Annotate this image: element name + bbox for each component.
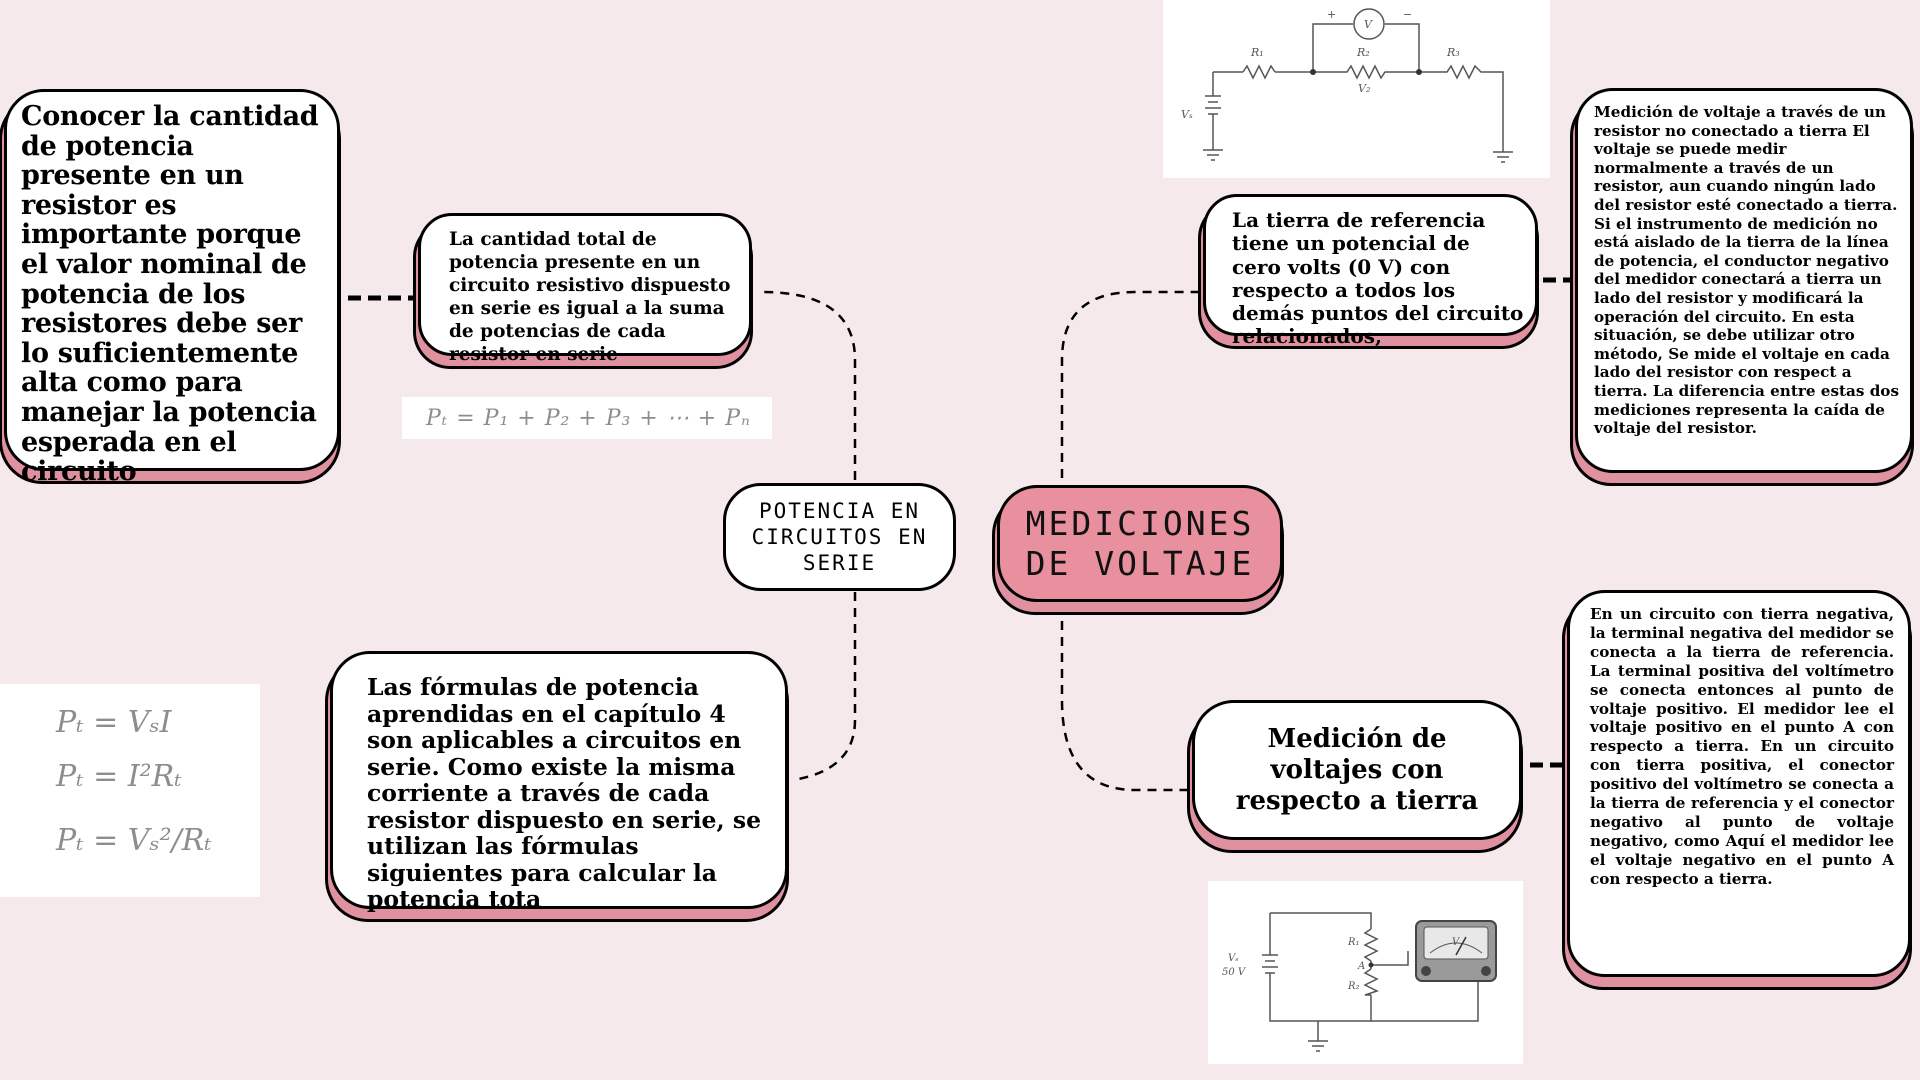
formula-power-i2r: Pₜ = I²Rₜ xyxy=(56,759,182,794)
power-sum-formula: Pₜ = P₁ + P₂ + P₃ + ⋯ + Pₙ xyxy=(426,405,751,431)
formula-power-v2r: Pₜ = Vₛ²/Rₜ xyxy=(56,823,212,858)
subtopic-power-node[interactable]: POTENCIA EN CIRCUITOS EN SERIE xyxy=(723,483,956,591)
ground-polarity-text: En un circuito con tierra negativa, la t… xyxy=(1590,605,1894,888)
connector-center-to-right-top xyxy=(1060,290,1200,478)
formula-power-vi: Pₜ = VₛI xyxy=(56,705,172,740)
diagram-r3-label: R₃ xyxy=(1446,46,1460,59)
connector-left-to-bottom xyxy=(792,592,857,782)
diagram-v2-label: V₂ xyxy=(1358,82,1370,95)
diagram-r2-label: R₂ xyxy=(1347,981,1360,992)
diagram-r1-label: R₁ xyxy=(1347,937,1360,948)
ground-measurement-node[interactable]: Medición de voltajes con respecto a tier… xyxy=(1192,700,1522,840)
voltmeter-circuit-diagram: V R₁ R₂ V₂ R₃ Vₛ + − xyxy=(1163,0,1550,178)
power-sum-text: La cantidad total de potencia presente e… xyxy=(449,229,731,365)
ground-meter-circuit-svg: Vₛ 50 V R₁ A R₂ V xyxy=(1222,912,1497,1052)
ground-reference-text: La tierra de referencia tiene un potenci… xyxy=(1232,208,1524,349)
ground-measurement-text: Medición de voltajes con respecto a tier… xyxy=(1235,723,1479,816)
diagram-50v-label: 50 V xyxy=(1222,967,1247,978)
diagram-vs-label: Vₛ xyxy=(1181,108,1193,121)
connector-left-to-top xyxy=(761,290,857,480)
power-sum-node[interactable]: La cantidad total de potencia presente e… xyxy=(418,213,752,365)
central-topic-title: MEDICIONES DE VOLTAJE xyxy=(1025,503,1255,583)
diagram-r2-label: R₂ xyxy=(1356,46,1370,59)
diagram-minus-label: − xyxy=(1403,8,1412,21)
power-formulas-node[interactable]: Las fórmulas de potencia aprendidas en e… xyxy=(330,651,788,912)
power-rating-node[interactable]: Conocer la cantidad de potencia presente… xyxy=(4,89,340,486)
power-formulas-image: Pₜ = VₛI Pₜ = I²Rₜ Pₜ = Vₛ²/Rₜ xyxy=(0,684,260,897)
voltmeter-circuit-svg: V R₁ R₂ V₂ R₃ Vₛ + − xyxy=(1181,8,1513,163)
ungrounded-resistor-node[interactable]: Medición de voltaje a través de un resis… xyxy=(1575,88,1913,473)
power-formulas-text: Las fórmulas de potencia aprendidas en e… xyxy=(367,673,762,913)
diagram-point-a-label: A xyxy=(1357,961,1365,972)
ground-reference-node[interactable]: La tierra de referencia tiene un potenci… xyxy=(1203,194,1538,348)
subtopic-power-title: POTENCIA EN CIRCUITOS EN SERIE xyxy=(751,499,928,575)
ungrounded-resistor-text: Medición de voltaje a través de un resis… xyxy=(1594,103,1899,438)
ground-meter-circuit-diagram: Vₛ 50 V R₁ A R₂ V xyxy=(1208,881,1523,1064)
diagram-plus-label: + xyxy=(1327,8,1336,21)
power-sum-formula-image: Pₜ = P₁ + P₂ + P₃ + ⋯ + Pₙ xyxy=(402,397,772,439)
central-topic-node[interactable]: MEDICIONES DE VOLTAJE xyxy=(997,485,1283,602)
power-rating-text: Conocer la cantidad de potencia presente… xyxy=(21,101,319,488)
ground-polarity-node[interactable]: En un circuito con tierra negativa, la t… xyxy=(1567,590,1911,977)
diagram-voltmeter-label: V xyxy=(1364,18,1373,31)
diagram-vs-label: Vₛ xyxy=(1228,953,1239,964)
diagram-meter-label: V xyxy=(1452,937,1461,948)
diagram-r1-label: R₁ xyxy=(1250,46,1264,59)
connector-center-to-right-bottom xyxy=(1060,605,1188,792)
